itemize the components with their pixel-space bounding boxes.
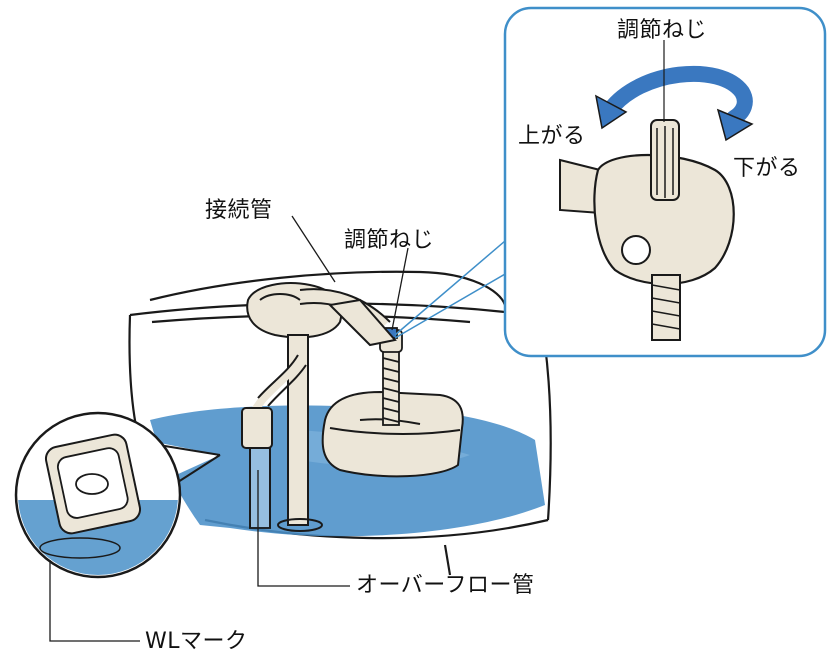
float [321, 390, 464, 478]
label-inset-adjust-screw: 調節ねじ [617, 18, 708, 43]
valve-body [246, 282, 397, 347]
label-connecting-pipe: 接続管 [205, 198, 273, 223]
leader-lines [49, 215, 409, 642]
label-raise: 上がる [518, 124, 586, 149]
pipes [241, 334, 323, 532]
wl-zoom-callout [14, 411, 221, 579]
leader-connecting-pipe [291, 215, 336, 283]
screw-detail-inset [394, 6, 827, 358]
leader-adjust-screw [391, 247, 409, 331]
label-lower: 下がる [733, 156, 801, 181]
leader-wl-mark [49, 560, 140, 642]
leader-overflow-pipe [257, 470, 350, 587]
label-overflow-pipe: オーバーフロー管 [356, 573, 535, 598]
label-wl-mark: WLマーク [145, 629, 248, 654]
label-adjust-screw: 調節ねじ [344, 228, 435, 253]
